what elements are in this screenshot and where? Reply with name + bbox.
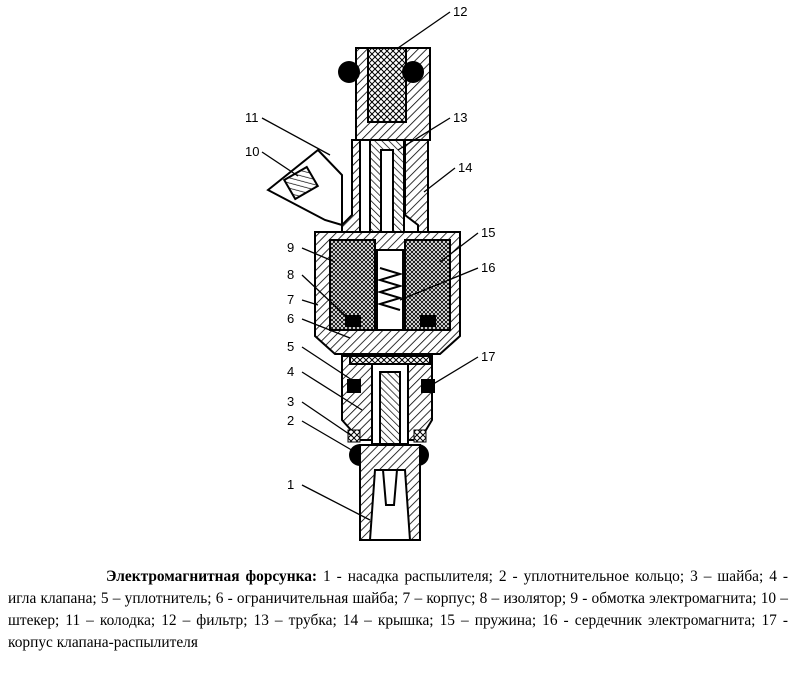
caption-title: Электромагнитная форсунка: (106, 568, 318, 585)
leader-lines (261, 11, 479, 521)
spring (376, 267, 404, 311)
legend-item-13: 13 – трубка; (253, 612, 343, 629)
legend-item-15: 15 – пружина; (439, 612, 543, 629)
legend-item-10: 10 – штекер; (8, 590, 788, 629)
insulator-left (345, 315, 361, 327)
callout-9: 9 (287, 240, 294, 255)
legend-item-8: 8 – изолятор; (479, 590, 571, 607)
legend-item-9: 9 - обмотка электромагнита; (570, 590, 761, 607)
legend-item-5: 5 – уплотнитель; (100, 590, 216, 607)
valve-body (341, 355, 435, 445)
top-cap (355, 47, 431, 141)
legend-item-12: 12 – фильтр; (161, 612, 254, 629)
callout-13: 13 (453, 110, 467, 125)
legend-item-16: 16 - сердечник электромагнита; (542, 612, 762, 629)
legend-item-17: 17 - корпус клапана-распылителя (8, 612, 788, 651)
figure-caption: Электромагнитная форсунка: 1 - насадка р… (8, 566, 788, 654)
legend-item-7: 7 – корпус; (402, 590, 480, 607)
callout-8: 8 (287, 267, 294, 282)
legend-item-4: 4 - игла клапана; (8, 568, 788, 607)
upper-o-ring-left (338, 61, 360, 83)
washer-left (347, 429, 361, 443)
callout-1: 1 (287, 477, 294, 492)
callout-2: 2 (287, 413, 294, 428)
legend-item-1: 1 - насадка распылителя; (317, 568, 499, 585)
callout-15: 15 (481, 225, 495, 240)
callout-11: 11 (245, 110, 259, 125)
valve-needle (379, 371, 401, 445)
legend-item-11: 11 – колодка; (65, 612, 162, 629)
callout-12: 12 (453, 4, 467, 19)
upper-o-ring-right (402, 61, 424, 83)
callout-17: 17 (481, 349, 495, 364)
callout-6: 6 (287, 311, 294, 326)
callout-16: 16 (481, 260, 495, 275)
callout-5: 5 (287, 339, 294, 354)
callout-3: 3 (287, 394, 294, 409)
washer-right (413, 429, 427, 443)
callout-10: 10 (245, 144, 259, 159)
legend-item-14: 14 – крышка; (342, 612, 440, 629)
spray-nozzle (359, 444, 421, 541)
limit-washer (349, 355, 431, 365)
callout-labels: 1 2 3 4 5 6 7 8 9 10 11 12 13 14 15 16 1… (245, 4, 495, 492)
callout-14: 14 (458, 160, 472, 175)
caption-paragraph: Электромагнитная форсунка: 1 - насадка р… (8, 566, 788, 654)
filter-mesh (367, 47, 407, 123)
legend-item-3: 3 – шайба; (690, 568, 770, 585)
main-housing (314, 231, 461, 355)
injector-cross-section-diagram: 1 2 3 4 5 6 7 8 9 10 11 12 13 14 15 16 1… (245, 4, 495, 541)
callout-7: 7 (287, 292, 294, 307)
connector (266, 148, 343, 227)
legend-item-2: 2 - уплотнительное кольцо; (498, 568, 691, 585)
callout-4: 4 (287, 364, 294, 379)
legend-item-6: 6 - ограничительная шайба; (215, 590, 403, 607)
insulator-right (420, 315, 436, 327)
